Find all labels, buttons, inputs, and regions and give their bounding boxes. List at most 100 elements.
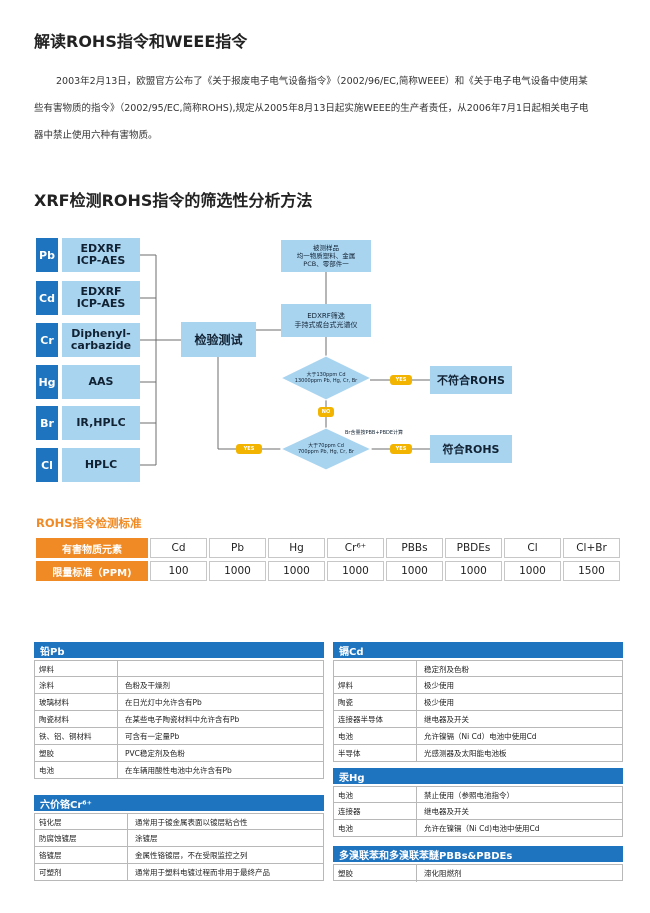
column-divider bbox=[416, 694, 417, 711]
table-row: 玻璃材料 在日光灯中允许含有Pb bbox=[34, 694, 324, 711]
column-divider bbox=[416, 728, 417, 745]
row-usage: 可含有一定量Pb bbox=[125, 732, 180, 741]
row-material: 陶瓷 bbox=[338, 698, 353, 707]
panel-title: 汞Hg bbox=[333, 768, 623, 784]
column-divider bbox=[416, 745, 417, 762]
standard-element: Hg bbox=[268, 538, 325, 558]
row-usage: 允许镍镉（Ni Cd）电池中使用Cd bbox=[424, 732, 537, 741]
br-note: Br含量按PBB+PBDE计算 bbox=[345, 430, 404, 436]
column-divider bbox=[117, 677, 118, 694]
column-divider bbox=[117, 711, 118, 728]
column-divider bbox=[117, 694, 118, 711]
row-material: 电池 bbox=[39, 766, 54, 775]
column-divider bbox=[117, 728, 118, 745]
table-row: 可塑剂通常用于塑料电镀过程而非用于最终产品 bbox=[34, 864, 324, 881]
element-pb: Pb bbox=[36, 238, 58, 272]
table-row: 钝化层 通常用于镀金属表面以镀层粘合性 bbox=[34, 813, 324, 831]
row-material: 防腐蚀镀层 bbox=[39, 834, 77, 843]
table-row: 塑胶 滞化阻燃剂 bbox=[333, 864, 623, 882]
standard-row2-label: 限量标准（PPM) bbox=[36, 561, 148, 581]
method-pb: EDXRF ICP-AES bbox=[62, 238, 140, 272]
result-pass: 符合ROHS bbox=[430, 435, 512, 463]
row-usage: 在车辆用酸性电池中允许含有Pb bbox=[125, 766, 232, 775]
column-divider bbox=[117, 661, 118, 678]
standard-row1-label: 有害物质元素 bbox=[36, 538, 148, 558]
column-divider bbox=[416, 820, 417, 837]
decision-2-text: 大于70ppm Cd 700ppm Pb, Hg, Cr, Br bbox=[297, 443, 355, 455]
sample-box: 被测样品 均一物质塑料、金属 PCB、零部件一 bbox=[281, 240, 371, 272]
row-material: 塑胶 bbox=[338, 869, 353, 878]
standard-title: ROHS指令检测标准 bbox=[36, 516, 142, 530]
table-row: 铬镀层 金属性铬镀层，不在受限监控之列 bbox=[34, 847, 324, 864]
table-row: 稳定剂及色粉 bbox=[333, 660, 623, 678]
element-br: Br bbox=[36, 406, 58, 440]
standard-element: PBDEs bbox=[445, 538, 502, 558]
row-usage: 稳定剂及色粉 bbox=[424, 665, 469, 674]
row-usage: 涂镀层 bbox=[135, 834, 158, 843]
column-divider bbox=[416, 803, 417, 820]
table-row: 涂料 色粉及干燥剂 bbox=[34, 677, 324, 694]
method-cr: Diphenyl- carbazide bbox=[62, 323, 140, 357]
row-usage: 色粉及干燥剂 bbox=[125, 681, 170, 690]
row-material: 连接器半导体 bbox=[338, 715, 383, 724]
yes-label-1: YES bbox=[390, 375, 412, 385]
row-material: 电池 bbox=[338, 824, 353, 833]
column-divider bbox=[416, 711, 417, 728]
row-material: 铬镀层 bbox=[39, 851, 62, 860]
row-material: 可塑剂 bbox=[39, 868, 62, 877]
table-row: 焊料极少使用 bbox=[333, 677, 623, 694]
standard-element: Cl+Br bbox=[563, 538, 620, 558]
column-divider bbox=[127, 864, 128, 881]
row-usage: 在日光灯中允许含有Pb bbox=[125, 698, 202, 707]
row-usage: 滞化阻燃剂 bbox=[424, 869, 462, 878]
element-cr: Cr bbox=[36, 323, 58, 357]
standard-limit: 1000 bbox=[445, 561, 502, 581]
no-label: NO bbox=[318, 407, 334, 417]
row-material: 连接器 bbox=[338, 807, 361, 816]
table-row: 陶瓷极少使用 bbox=[333, 694, 623, 711]
row-material: 半导体 bbox=[338, 749, 361, 758]
row-material: 钝化层 bbox=[39, 818, 62, 827]
row-usage: 极少使用 bbox=[424, 681, 454, 690]
row-usage: 继电器及开关 bbox=[424, 715, 469, 724]
table-row: 连接器继电器及开关 bbox=[333, 803, 623, 820]
row-usage: 允许在镍镉（Ni Cd)电池中使用Cd bbox=[424, 824, 540, 833]
row-material: 玻璃材料 bbox=[39, 698, 69, 707]
row-usage: 通常用于镀金属表面以镀层粘合性 bbox=[135, 818, 248, 827]
decision-1-text: 大于130ppm Cd 13000ppm Pb, Hg, Cr, Br bbox=[294, 372, 358, 384]
row-material: 电池 bbox=[338, 732, 353, 741]
column-divider bbox=[416, 677, 417, 694]
row-usage: 光感测器及太阳能电池板 bbox=[424, 749, 507, 758]
standard-element: Pb bbox=[209, 538, 266, 558]
flowchart-connectors bbox=[140, 254, 430, 471]
standard-limit: 100 bbox=[150, 561, 207, 581]
standard-limit: 1000 bbox=[504, 561, 561, 581]
standard-element: PBBs bbox=[386, 538, 443, 558]
intro-paragraph: 2003年2月13日，欧盟官方公布了《关于报废电子电气设备指令》（2002/96… bbox=[34, 76, 589, 141]
row-usage: PVC稳定剂及色粉 bbox=[125, 749, 185, 758]
column-divider bbox=[416, 865, 417, 882]
standard-element: Cr⁶⁺ bbox=[327, 538, 384, 558]
method-cd: EDXRF ICP-AES bbox=[62, 281, 140, 315]
column-divider bbox=[117, 745, 118, 762]
table-row: 电池 允许在镍镉（Ni Cd)电池中使用Cd bbox=[333, 820, 623, 837]
column-divider bbox=[416, 661, 417, 678]
panel-title: 镉Cd bbox=[333, 642, 623, 658]
row-usage: 禁止使用（参照电池指令） bbox=[424, 791, 514, 800]
element-cl: Cl bbox=[36, 448, 58, 482]
row-material: 涂料 bbox=[39, 681, 54, 690]
panel-title: 多溴联苯和多溴联苯醚PBBs&PBDEs bbox=[333, 846, 623, 862]
row-usage: 在某些电子陶瓷材料中允许含有Pb bbox=[125, 715, 240, 724]
screen-box: EDXRF筛选 手持式或台式光谱仪 bbox=[281, 304, 371, 337]
standard-element: Cd bbox=[150, 538, 207, 558]
table-row: 电池 在车辆用酸性电池中允许含有Pb bbox=[34, 762, 324, 779]
table-row: 防腐蚀镀层 涂镀层 bbox=[34, 830, 324, 847]
panel-title: 铅Pb bbox=[34, 642, 324, 658]
standard-limit: 1000 bbox=[268, 561, 325, 581]
table-row: 电池禁止使用（参照电池指令） bbox=[333, 786, 623, 804]
row-usage: 金属性铬镀层，不在受限监控之列 bbox=[135, 851, 248, 860]
table-row: 电池 允许镍镉（Ni Cd）电池中使用Cd bbox=[333, 728, 623, 745]
column-divider bbox=[416, 787, 417, 804]
standard-limit: 1500 bbox=[563, 561, 620, 581]
